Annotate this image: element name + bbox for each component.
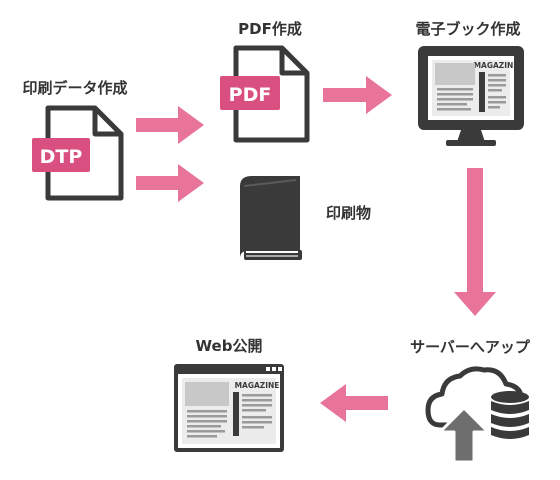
label-ebook: 電子ブック作成 xyxy=(415,20,520,38)
browser-window-icon: MAGAZINE xyxy=(174,364,284,452)
cloud-database-upload-icon xyxy=(425,366,530,464)
label-dtp-data: 印刷データ作成 xyxy=(22,79,127,97)
dtp-file-icon: DTP xyxy=(32,105,124,201)
pdf-badge-text: PDF xyxy=(229,84,272,106)
label-pdf: PDF作成 xyxy=(238,20,302,38)
web-screen-title: MAGAZINE xyxy=(235,381,280,390)
arrow-dtp-to-print xyxy=(136,164,204,202)
arrow-upload-to-web xyxy=(320,384,388,422)
label-print: 印刷物 xyxy=(326,204,371,222)
ebook-screen-title: MAGAZINE xyxy=(474,61,519,70)
monitor-magazine-icon: MAGAZINE xyxy=(418,46,524,146)
arrow-dtp-to-pdf xyxy=(136,106,204,144)
arrow-pdf-to-ebook xyxy=(323,76,392,114)
dtp-badge-text: DTP xyxy=(40,146,83,168)
pdf-file-icon: PDF xyxy=(220,45,310,143)
label-web: Web公開 xyxy=(196,337,263,355)
arrow-ebook-to-upload xyxy=(454,168,496,316)
label-upload: サーバーへアップ xyxy=(410,338,531,356)
book-icon xyxy=(240,176,302,260)
